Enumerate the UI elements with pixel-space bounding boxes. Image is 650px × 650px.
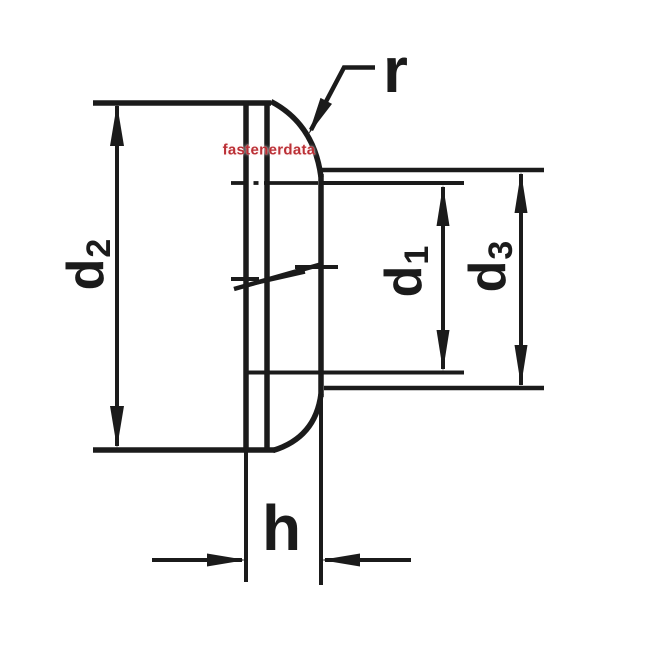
r-leader-arrow: [308, 97, 332, 135]
d1-arrow-down: [436, 330, 450, 371]
d2-arrow-up: [110, 104, 124, 146]
label-d2-base: d: [57, 257, 115, 291]
bottom-radius-curve: [272, 393, 324, 454]
d3-arrow-down: [514, 345, 528, 386]
label-h: h: [262, 496, 302, 560]
label-d1-subscript: 1: [398, 244, 437, 265]
top-radius-curve: [269, 99, 324, 178]
label-d2: d2: [57, 238, 118, 291]
r-leader: [308, 65, 375, 135]
label-r: r: [383, 38, 409, 102]
d2-dimension: [110, 104, 124, 448]
label-d3-base: d: [459, 259, 517, 293]
break-mark: [231, 261, 338, 292]
h-dimension: [152, 395, 411, 585]
d3-dimension: [318, 167, 544, 391]
label-d2-subscript: 2: [80, 237, 119, 258]
h-arrow-right-pointing: [207, 553, 246, 567]
d1-arrow-up: [436, 185, 450, 226]
washer-profile: [93, 99, 324, 454]
label-d3: d3: [459, 240, 520, 293]
watermark-fastenerdata: fastenerdata: [222, 141, 316, 159]
h-arrow-left-pointing: [321, 553, 360, 567]
d1-dimension: [244, 181, 464, 375]
d3-arrow-up: [514, 172, 528, 213]
label-r-base: r: [383, 34, 409, 106]
d2-arrow-down: [110, 406, 124, 448]
label-h-base: h: [261, 492, 303, 564]
label-d1: d1: [375, 245, 436, 298]
label-d1-base: d: [375, 264, 433, 298]
label-d3-subscript: 3: [482, 239, 521, 260]
break-diagonal-2: [247, 270, 306, 287]
